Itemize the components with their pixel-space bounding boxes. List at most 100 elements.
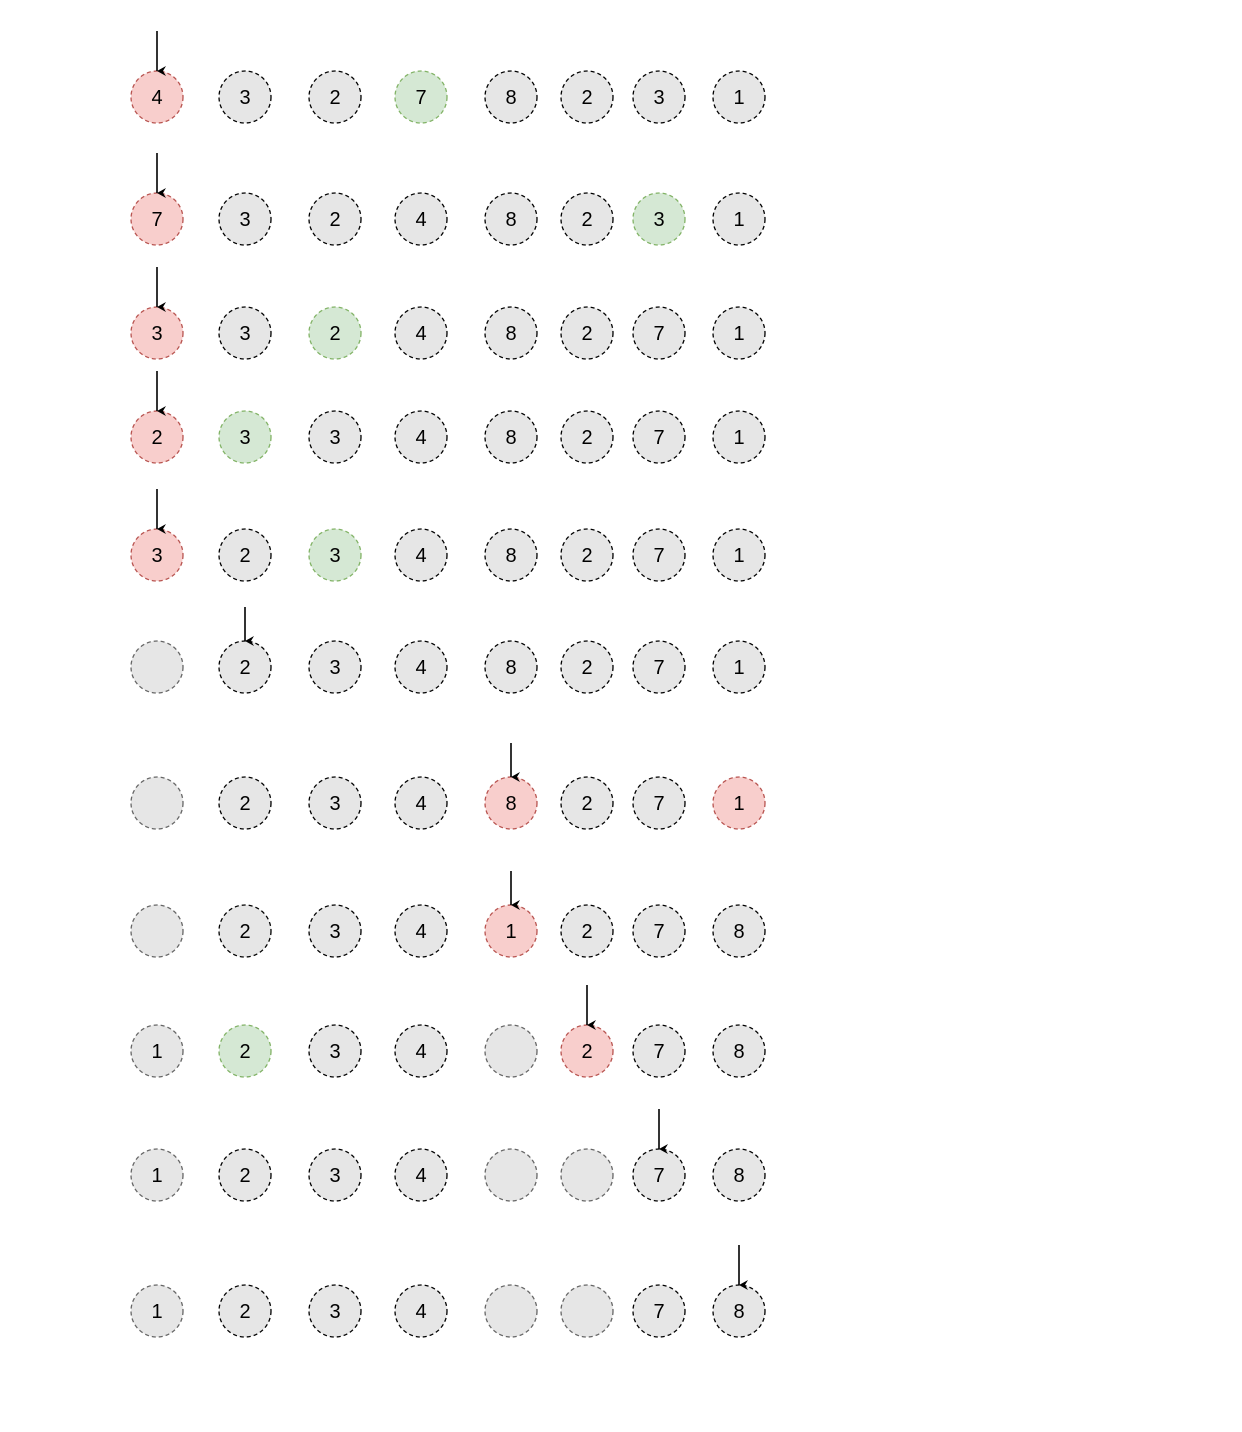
node-value: 3	[329, 1165, 340, 1187]
array-node	[712, 528, 766, 582]
array-node	[632, 306, 686, 360]
array-node	[632, 776, 686, 830]
array-node	[308, 1148, 362, 1202]
array-node	[560, 776, 614, 830]
array-node	[712, 904, 766, 958]
array-node	[218, 192, 272, 246]
node-value: 1	[733, 545, 744, 567]
array-node	[632, 1024, 686, 1078]
node-value: 2	[239, 1301, 250, 1323]
node-value: 8	[505, 87, 516, 109]
node-value: 2	[239, 1165, 250, 1187]
array-node	[484, 640, 538, 694]
empty-node	[130, 640, 184, 694]
node-value: 3	[653, 87, 664, 109]
array-node	[308, 1024, 362, 1078]
node-value: 2	[581, 323, 592, 345]
node-value: 8	[505, 323, 516, 345]
array-node	[484, 192, 538, 246]
array-node	[712, 192, 766, 246]
node-value: 1	[733, 209, 744, 231]
array-node	[712, 306, 766, 360]
array-node	[712, 70, 766, 124]
node-value: 3	[329, 1041, 340, 1063]
node-value: 1	[151, 1041, 162, 1063]
array-node	[308, 1284, 362, 1338]
node-value: 7	[415, 87, 426, 109]
array-node	[394, 306, 448, 360]
array-node	[308, 70, 362, 124]
array-node	[130, 1024, 184, 1078]
array-node	[560, 904, 614, 958]
node-value: 7	[653, 427, 664, 449]
array-node	[218, 70, 272, 124]
array-node	[394, 1148, 448, 1202]
array-node	[560, 306, 614, 360]
node-value: 4	[415, 545, 426, 567]
array-node	[712, 1148, 766, 1202]
node-value: 4	[415, 793, 426, 815]
array-node	[394, 904, 448, 958]
array-node	[632, 1284, 686, 1338]
node-value: 1	[733, 427, 744, 449]
empty-node	[484, 1148, 538, 1202]
node-value: 8	[733, 1041, 744, 1063]
node-value: 2	[581, 209, 592, 231]
node-value: 7	[653, 545, 664, 567]
array-node	[560, 640, 614, 694]
array-node	[308, 192, 362, 246]
node-value: 1	[505, 921, 516, 943]
array-node	[218, 1148, 272, 1202]
node-value: 2	[239, 793, 250, 815]
array-node	[394, 410, 448, 464]
node-value: 7	[653, 921, 664, 943]
array-node	[632, 640, 686, 694]
node-value: 2	[581, 1041, 592, 1063]
node-value: 4	[415, 1165, 426, 1187]
node-value: 1	[733, 657, 744, 679]
compare-node	[308, 528, 362, 582]
node-value: 2	[581, 427, 592, 449]
array-node	[394, 640, 448, 694]
node-value: 7	[151, 209, 162, 231]
array-node	[632, 904, 686, 958]
node-value: 7	[653, 1301, 664, 1323]
node-value: 8	[733, 921, 744, 943]
array-node	[218, 1284, 272, 1338]
node-value: 7	[653, 793, 664, 815]
array-node	[308, 410, 362, 464]
array-node	[218, 904, 272, 958]
array-node	[484, 306, 538, 360]
node-value: 2	[581, 87, 592, 109]
compare-node	[394, 70, 448, 124]
node-value: 7	[653, 1041, 664, 1063]
compare-node	[632, 192, 686, 246]
node-value: 1	[733, 323, 744, 345]
node-value: 8	[505, 657, 516, 679]
array-node	[218, 776, 272, 830]
node-value: 3	[151, 545, 162, 567]
node-value: 2	[581, 921, 592, 943]
node-value: 3	[239, 427, 250, 449]
node-value: 3	[329, 921, 340, 943]
node-value: 1	[151, 1301, 162, 1323]
node-value: 4	[415, 1301, 426, 1323]
empty-node	[560, 1284, 614, 1338]
node-value: 2	[581, 793, 592, 815]
node-value: 3	[329, 793, 340, 815]
node-value: 3	[329, 427, 340, 449]
node-value: 4	[415, 1041, 426, 1063]
array-node	[308, 640, 362, 694]
array-node	[394, 1024, 448, 1078]
array-node	[394, 1284, 448, 1338]
node-value: 1	[733, 87, 744, 109]
compare-node	[218, 410, 272, 464]
